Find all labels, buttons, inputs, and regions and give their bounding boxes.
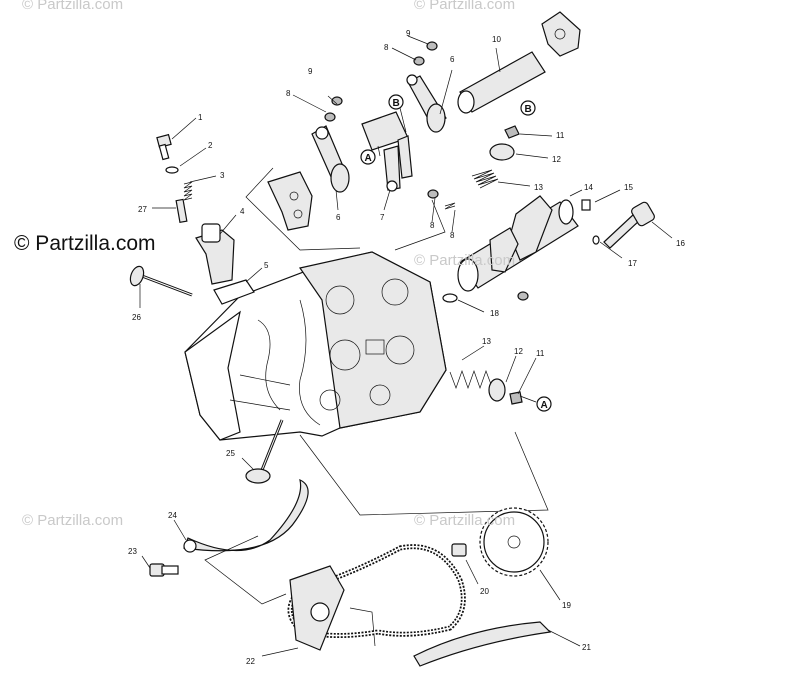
chain-guide-upper xyxy=(149,478,309,577)
reference-mark-b-right: B xyxy=(525,104,532,115)
callout-6-left: 6 xyxy=(336,213,341,222)
callout-12-upper: 12 xyxy=(552,155,561,164)
rocker-bracket xyxy=(267,171,313,231)
callout-11-lower: 11 xyxy=(536,349,545,358)
chain-guide-lower xyxy=(413,621,552,667)
callout-15: 15 xyxy=(624,183,633,192)
callout-12-lower: 12 xyxy=(514,347,523,356)
valve-spring-upper xyxy=(471,125,520,189)
callout-1: 1 xyxy=(198,113,203,122)
cam-chain-tensioner-group xyxy=(156,133,255,305)
callout-13-upper: 13 xyxy=(534,183,543,192)
callout-2: 2 xyxy=(208,141,213,150)
intake-valve xyxy=(129,265,193,297)
callout-5: 5 xyxy=(264,261,269,270)
callout-14: 14 xyxy=(584,183,593,192)
reference-mark-b-left: B xyxy=(393,98,400,109)
callout-8-left: 8 xyxy=(286,89,291,98)
callout-21: 21 xyxy=(582,643,591,652)
callout-20: 20 xyxy=(480,587,489,596)
callout-25: 25 xyxy=(226,449,235,458)
adjuster-nuts xyxy=(324,41,456,210)
callout-8-mid: 8 xyxy=(430,221,435,230)
callout-8-right: 8 xyxy=(450,231,455,240)
valve-spring-lower xyxy=(449,369,523,405)
callout-16: 16 xyxy=(676,239,685,248)
callout-13-lower: 13 xyxy=(482,337,491,346)
cylinder-head xyxy=(184,251,447,441)
exploded-view-guides xyxy=(204,167,549,647)
reference-marks: A A B B xyxy=(360,94,552,412)
callout-22: 22 xyxy=(246,657,255,666)
callout-9-top: 9 xyxy=(406,29,411,38)
cam-sprocket xyxy=(451,507,549,577)
callout-27: 27 xyxy=(138,205,147,214)
callout-numbers: 1 2 3 4 5 6 6 7 8 8 8 8 9 9 10 11 11 12 … xyxy=(128,29,685,666)
callout-26: 26 xyxy=(132,313,141,322)
rocker-arm-left xyxy=(311,125,350,193)
rocker-arm-right xyxy=(406,74,447,133)
callout-7: 7 xyxy=(380,213,385,222)
callout-3: 3 xyxy=(220,171,225,180)
callout-6-right: 6 xyxy=(450,55,455,64)
callout-18: 18 xyxy=(490,309,499,318)
callout-9-left: 9 xyxy=(308,67,313,76)
callout-17: 17 xyxy=(628,259,637,268)
rocker-shaft xyxy=(457,11,581,114)
reference-mark-a-lower: A xyxy=(541,400,548,411)
callout-24: 24 xyxy=(168,511,177,520)
camshaft xyxy=(442,195,655,303)
rocker-arm-center xyxy=(361,111,413,192)
callout-11-upper: 11 xyxy=(556,131,565,140)
watermark-main: © Partzilla.com xyxy=(14,232,156,255)
callout-8-top: 8 xyxy=(384,43,389,52)
leader-lines xyxy=(139,35,673,657)
timing-chain xyxy=(287,544,466,651)
callout-4: 4 xyxy=(240,207,245,216)
callout-10: 10 xyxy=(492,35,501,44)
reference-mark-a-upper: A xyxy=(365,153,372,164)
callout-19: 19 xyxy=(562,601,571,610)
callout-23: 23 xyxy=(128,547,137,556)
exhaust-valve xyxy=(245,419,284,484)
